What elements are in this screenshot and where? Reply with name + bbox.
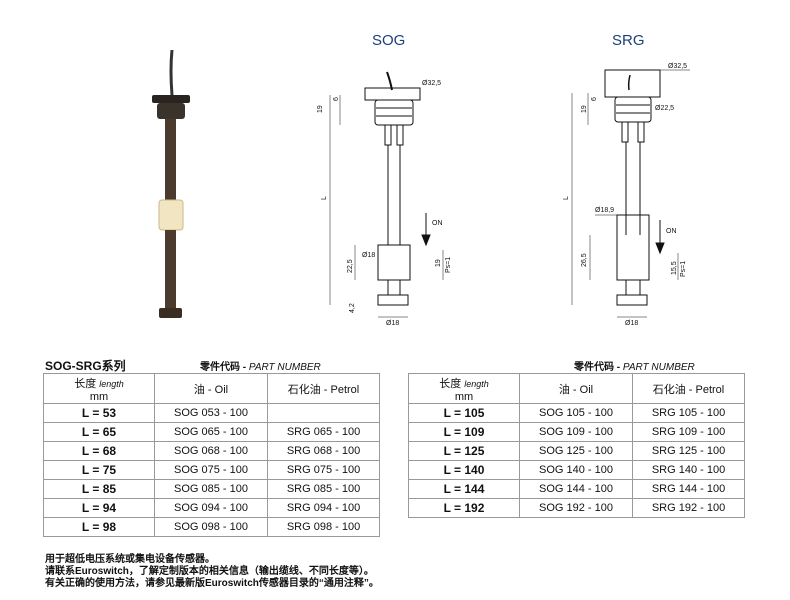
srg-dim-float: Ø18,9 [595, 207, 614, 214]
header-petrol: 石化油 - Petrol [632, 373, 745, 404]
petrol-part-cell: SRG 144 - 100 [632, 479, 745, 499]
length-cell: L = 144 [408, 479, 520, 499]
sog-dim-top: Ø32,5 [422, 80, 441, 87]
part-number-label-left: 零件代码 - PART NUMBER [200, 362, 321, 373]
header-oil: 油 - Oil [154, 373, 268, 404]
petrol-part-cell: SRG 098 - 100 [267, 517, 380, 537]
srg-dim-float-h: 26,5 [581, 253, 588, 267]
oil-part-cell: SOG 094 - 100 [154, 498, 268, 518]
length-cell: L = 125 [408, 441, 520, 461]
srg-ps-label: Ps=1 [680, 261, 687, 277]
petrol-part-cell: SRG 075 - 100 [267, 460, 380, 480]
series-label: SOG-SRG系列 [45, 359, 126, 373]
sog-dim-ps: 19 [435, 259, 442, 267]
length-cell: L = 105 [408, 403, 520, 423]
petrol-part-cell: SRG 068 - 100 [267, 441, 380, 461]
oil-part-cell: SOG 098 - 100 [154, 517, 268, 537]
srg-dim-base: Ø18 [625, 320, 638, 327]
length-cell: L = 98 [43, 517, 155, 537]
part-number-label-right: 零件代码 - PART NUMBER [574, 362, 695, 373]
length-cell: L = 65 [43, 422, 155, 442]
length-cell: L = 85 [43, 479, 155, 499]
note-line: 用于超低电压系统或集电设备传感器。 [45, 554, 215, 565]
length-cell: L = 109 [408, 422, 520, 442]
sog-dim-float-h: 22,5 [347, 259, 354, 273]
petrol-part-cell: SRG 105 - 100 [632, 403, 745, 423]
srg-drawing: Ø32,5 Ø22,5 19 6 L ON Ø18,9 26,5 15,5 Ps… [563, 63, 690, 327]
petrol-part-cell [267, 403, 380, 423]
product-photo [152, 50, 190, 318]
sog-dim-L: L [321, 196, 328, 200]
sog-title: SOG [372, 32, 406, 49]
srg-dim-top: Ø32,5 [668, 63, 687, 70]
sog-drawing: Ø32,5 19 6 L ON Ø18 22,5 19 Ps=1 4,2 Ø18 [317, 71, 452, 327]
length-cell: L = 75 [43, 460, 155, 480]
length-cell: L = 68 [43, 441, 155, 461]
sog-dim-base: Ø18 [386, 320, 399, 327]
srg-title: SRG [612, 32, 645, 49]
petrol-part-cell: SRG 109 - 100 [632, 422, 745, 442]
notes: 用于超低电压系统或集电设备传感器。 请联系Euroswitch，了解定制版本的相… [45, 554, 379, 590]
petrol-part-cell: SRG 094 - 100 [267, 498, 380, 518]
sog-dim-base-h: 4,2 [349, 303, 356, 313]
oil-part-cell: SOG 144 - 100 [519, 479, 633, 499]
srg-dim-thread: Ø22,5 [655, 105, 674, 112]
srg-dim-ps: 15,5 [671, 261, 678, 275]
sog-on: ON [432, 220, 443, 227]
petrol-part-cell: SRG 140 - 100 [632, 460, 745, 480]
sog-dim-float: Ø18 [362, 252, 375, 259]
length-cell: L = 192 [408, 498, 520, 518]
petrol-part-cell: SRG 065 - 100 [267, 422, 380, 442]
note-line: 有关正确的使用方法，请参见最新版Euroswitch传感器目录的“通用注释”。 [45, 578, 379, 589]
oil-part-cell: SOG 192 - 100 [519, 498, 633, 518]
length-cell: L = 53 [43, 403, 155, 423]
header-petrol: 石化油 - Petrol [267, 373, 380, 404]
oil-part-cell: SOG 105 - 100 [519, 403, 633, 423]
oil-part-cell: SOG 140 - 100 [519, 460, 633, 480]
length-cell: L = 94 [43, 498, 155, 518]
oil-part-cell: SOG 075 - 100 [154, 460, 268, 480]
header-oil: 油 - Oil [519, 373, 633, 404]
petrol-part-cell: SRG 125 - 100 [632, 441, 745, 461]
sog-ps-label: Ps=1 [445, 257, 452, 273]
petrol-part-cell: SRG 085 - 100 [267, 479, 380, 499]
oil-part-cell: SOG 085 - 100 [154, 479, 268, 499]
oil-part-cell: SOG 053 - 100 [154, 403, 268, 423]
oil-part-cell: SOG 065 - 100 [154, 422, 268, 442]
sog-dim-19: 19 [317, 105, 324, 113]
srg-dim-19: 19 [581, 105, 588, 113]
petrol-part-cell: SRG 192 - 100 [632, 498, 745, 518]
oil-part-cell: SOG 125 - 100 [519, 441, 633, 461]
oil-part-cell: SOG 109 - 100 [519, 422, 633, 442]
srg-dim-L: L [563, 196, 570, 200]
note-line: 请联系Euroswitch，了解定制版本的相关信息（输出缆线、不同长度等）。 [45, 566, 374, 577]
srg-dim-6: 6 [591, 97, 598, 101]
sog-dim-6: 6 [333, 97, 340, 101]
srg-on: ON [666, 228, 677, 235]
length-cell: L = 140 [408, 460, 520, 480]
oil-part-cell: SOG 068 - 100 [154, 441, 268, 461]
